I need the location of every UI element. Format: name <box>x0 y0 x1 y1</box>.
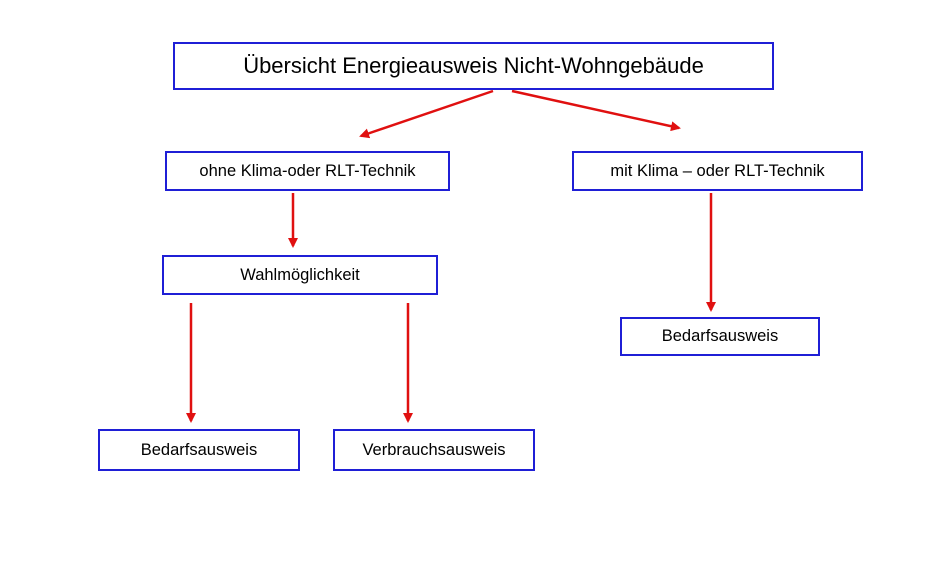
node-right-bedarfsausweis-label: Bedarfsausweis <box>661 327 779 345</box>
node-choice: Wahlmöglichkeit <box>162 255 438 295</box>
node-with-climate-label: mit Klima – oder RLT-Technik <box>610 161 825 180</box>
node-without-climate: ohne Klima-oder RLT-Technik <box>165 151 450 191</box>
node-root-label: Übersicht Energieausweis Nicht-Wohngebäu… <box>243 53 704 78</box>
node-left-bedarfsausweis-label: Bedarfsausweis <box>140 440 258 459</box>
node-choice-label: Wahlmöglichkeit <box>240 265 360 284</box>
node-verbrauchsausweis: Verbrauchsausweis <box>333 429 535 471</box>
node-verbrauchsausweis-label: Verbrauchsausweis <box>362 440 506 459</box>
node-right-bedarfsausweis: Bedarfsausweis <box>620 317 820 356</box>
node-with-climate: mit Klima – oder RLT-Technik <box>572 151 863 191</box>
arrow-root-to-left <box>359 89 494 139</box>
node-without-climate-label: ohne Klima-oder RLT-Technik <box>199 161 416 180</box>
node-root: Übersicht Energieausweis Nicht-Wohngebäu… <box>173 42 774 90</box>
node-left-bedarfsausweis: Bedarfsausweis <box>98 429 300 471</box>
arrow-root-to-right <box>511 89 681 132</box>
